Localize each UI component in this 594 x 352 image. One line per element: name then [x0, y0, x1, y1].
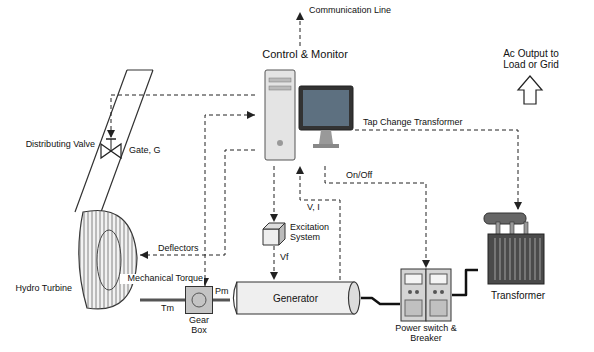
node-label: Excitation System	[290, 223, 336, 243]
switchgear-cabinet	[400, 268, 452, 322]
excitation-system: Excitation System	[262, 222, 286, 246]
annotation-label: Gate, G	[128, 146, 162, 156]
signal-label: Deflectors	[157, 244, 200, 254]
gear-box: Gear Box	[185, 286, 213, 314]
control-signal-line	[274, 246, 275, 280]
control-signal-line	[111, 95, 255, 138]
computer-icon	[255, 48, 355, 166]
excitation-cube	[262, 222, 286, 246]
drive-shaft	[140, 299, 185, 302]
node-label: Hydro Turbine	[2, 284, 72, 294]
signal-label: Tap Change Transformer	[362, 118, 464, 128]
power-cable	[452, 270, 478, 295]
drive-shaft	[213, 299, 230, 302]
signal-label: Vf	[279, 253, 290, 263]
control-signal-line	[205, 115, 255, 286]
node-label: Power switch & Breaker	[395, 324, 457, 344]
annotation-label: Communication Line	[308, 6, 392, 16]
hydro-turbine: Hydro Turbine	[75, 200, 140, 318]
signal-label: Pm	[214, 287, 230, 297]
power-cable	[361, 298, 400, 304]
control-signal-line	[325, 166, 426, 268]
signal-label: V, I	[306, 203, 321, 213]
ac-output-arrow	[518, 76, 542, 104]
node-label: Distributing Valve	[17, 140, 95, 150]
power-switch-breaker: Power switch & Breaker	[400, 268, 452, 322]
annotation-label: Tm	[160, 304, 175, 314]
gearbox-block	[185, 286, 213, 314]
node-label: Gear Box	[184, 316, 214, 336]
turbine-casing	[75, 200, 140, 318]
transformer-tank	[478, 210, 558, 288]
distributing-valve: Distributing Valve	[99, 138, 123, 162]
control-signal-line	[140, 150, 255, 255]
control-signal-line	[274, 166, 275, 222]
node-label: Control & Monitor	[255, 48, 355, 60]
node-label: Transformer	[478, 290, 558, 301]
valve-symbol	[99, 138, 123, 162]
generator: Generator	[230, 280, 361, 316]
control-computer: Control & Monitor	[255, 48, 355, 166]
annotation-label: Ac Output to Load or Grid	[492, 48, 570, 70]
signal-label: On/Off	[345, 171, 373, 181]
transformer: Transformer	[478, 210, 558, 288]
annotation-label: Mechanical Torque	[120, 274, 204, 284]
node-label: Generator	[230, 293, 361, 304]
communication-line	[300, 12, 301, 46]
control-signal-line	[355, 130, 518, 210]
